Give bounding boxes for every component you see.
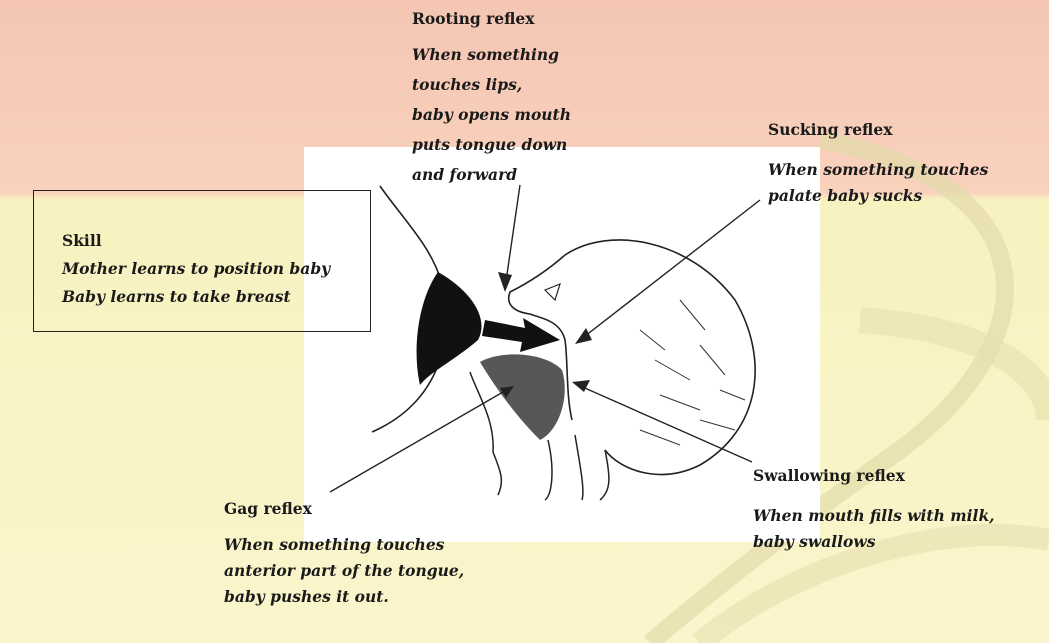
baby-eye: [545, 284, 560, 300]
swallowing-reflex-label: Swallowing reflex When mouth fills with …: [753, 463, 995, 555]
skill-title: Skill: [62, 227, 330, 255]
rooting-pointer: [505, 185, 520, 288]
baby-head: [565, 240, 755, 474]
sucking-pointer: [580, 200, 760, 340]
gag-reflex-label: Gag reflex When something touches anteri…: [224, 496, 464, 610]
rooting-reflex-label: Rooting reflex When something touches li…: [412, 4, 571, 190]
swallowing-reflex-desc: When mouth fills with milk, baby swallow…: [753, 503, 995, 555]
breast-shape: [417, 272, 482, 385]
sucking-reflex-desc: When something touches palate baby sucks: [768, 157, 988, 209]
rooting-reflex-desc: When something touches lips, baby opens …: [412, 40, 571, 190]
sucking-reflex-label: Sucking reflex When something touches pa…: [768, 117, 988, 209]
gag-pointer: [330, 388, 510, 492]
rooting-reflex-title: Rooting reflex: [412, 4, 571, 34]
gag-reflex-title: Gag reflex: [224, 496, 464, 522]
head-hatching: [640, 300, 745, 445]
swallowing-reflex-title: Swallowing reflex: [753, 463, 995, 489]
milk-flow-arrow: [482, 318, 560, 352]
skill-box: Skill Mother learns to position baby Bab…: [33, 190, 371, 332]
gag-reflex-desc: When something touches anterior part of …: [224, 532, 464, 610]
skill-line-1: Mother learns to position baby: [62, 255, 330, 283]
skill-line-2: Baby learns to take breast: [62, 283, 330, 311]
sucking-reflex-title: Sucking reflex: [768, 117, 988, 143]
